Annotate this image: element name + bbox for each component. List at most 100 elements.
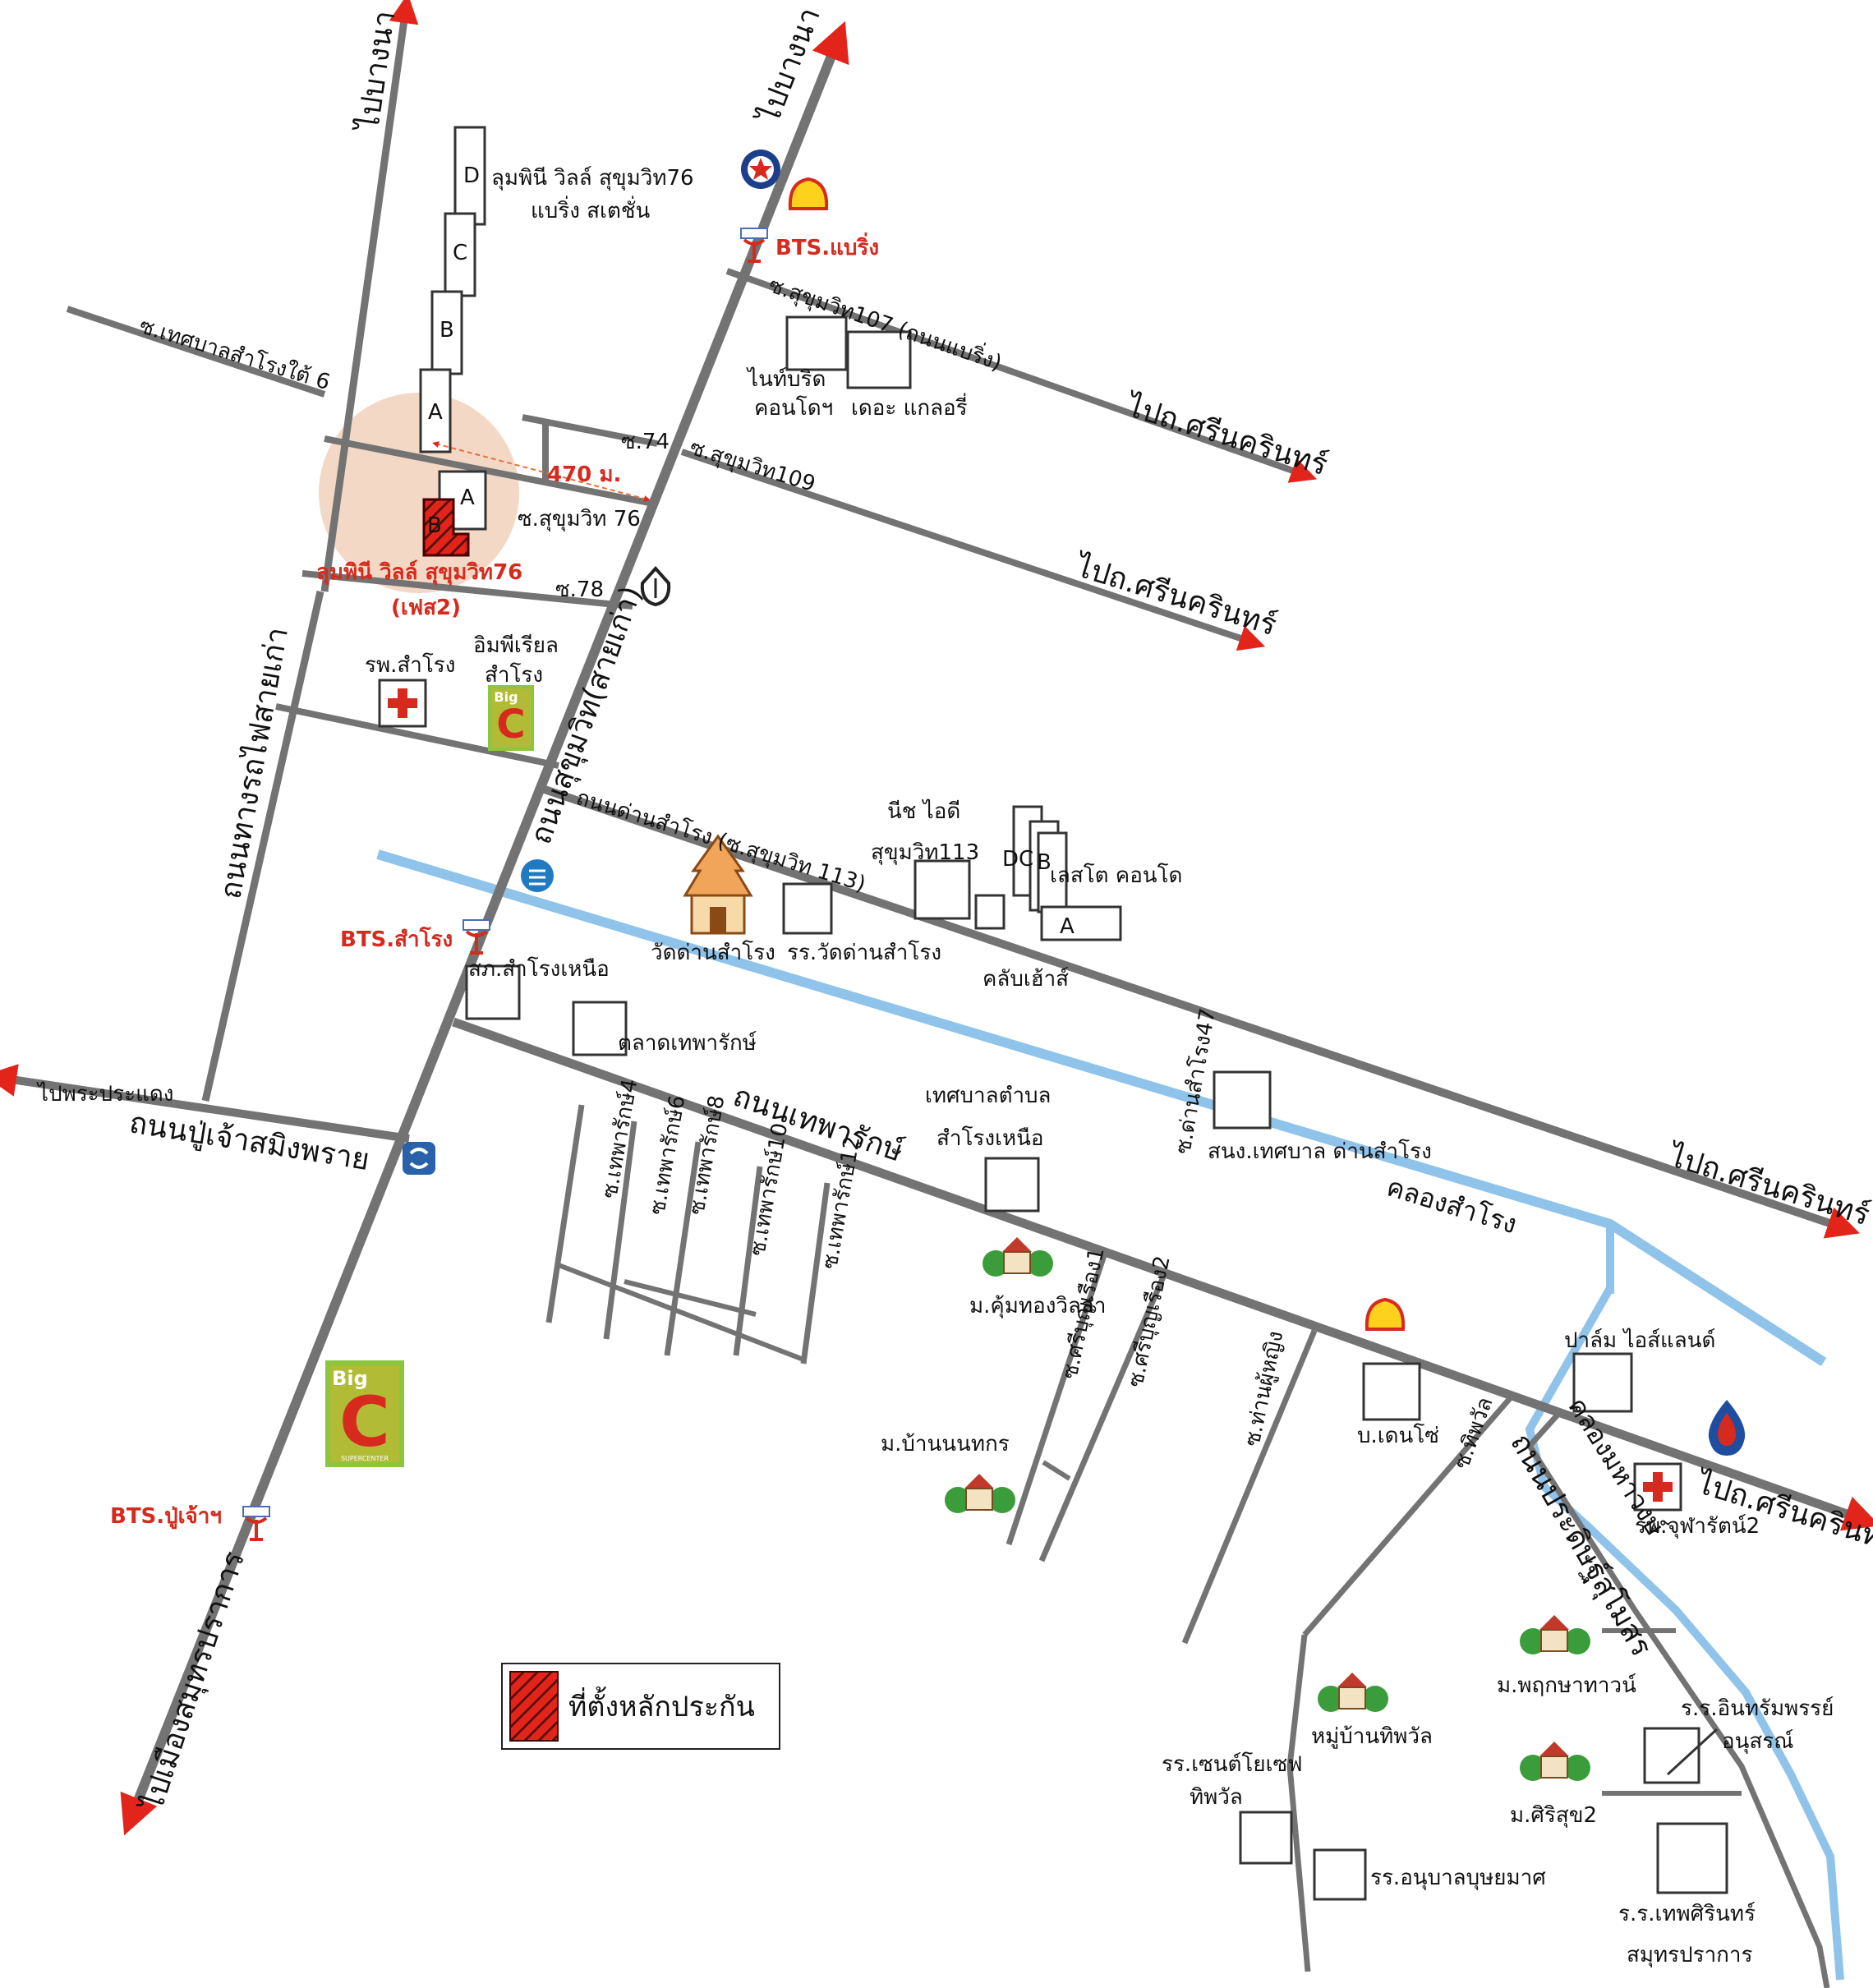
road-soi74	[522, 414, 658, 447]
label-gallery: เดอะ แกลอรี่	[851, 393, 968, 421]
road-theparak	[452, 1017, 1873, 1531]
scb-bank-icon	[403, 1142, 435, 1175]
label-nightbridge-1: ไนท์บริด	[746, 366, 826, 392]
label-market: ตลาดเทพารักษ์	[618, 1031, 757, 1056]
tower-c-label: C	[453, 241, 467, 265]
label-theparak4: ซ.เทพารักษ์4	[597, 1077, 642, 1200]
bigc-supercenter-icon: C Big SUPERCENTER	[325, 1360, 404, 1467]
old-rail-road	[201, 591, 324, 1102]
label-soi78: ซ.78	[555, 578, 604, 602]
village-khumthong-icon	[983, 1237, 1053, 1277]
tower-b-label: B	[439, 318, 454, 343]
lesto-bldg-b	[1037, 831, 1068, 913]
label-nightbridge-2: คอนโดฯ	[754, 395, 833, 421]
label-bts-bearing: BTS.แบริ่ง	[775, 232, 879, 260]
bigc-imperial-icon: C Big	[488, 685, 534, 751]
label-police: สภ.สำโรงเหนือ	[468, 956, 610, 982]
legend-label: ที่ตั้งหลักประกัน	[568, 1691, 755, 1723]
tower-a-label: A	[428, 400, 443, 425]
road-theparak12	[800, 1182, 831, 1364]
road-theparak8	[664, 1141, 702, 1356]
bigc-imperial-text: Big	[494, 689, 518, 705]
village-nonthakorn-icon	[945, 1474, 1015, 1513]
road-thipphawan	[1302, 1394, 1514, 1637]
caltex-icon	[741, 150, 780, 189]
gallery-condo	[846, 330, 912, 389]
label-lumpini-76-1: ลุมพินี วิลล์ สุขุมวิท76	[491, 166, 694, 191]
bigc-super-sub: SUPERCENTER	[341, 1455, 389, 1462]
road-left-north	[320, 0, 419, 592]
label-sanamkila: สนง.เทศบาล ด่านสำโรง	[1208, 1139, 1432, 1164]
label-srinakarin-1: ไปถ.ศรีนครินทร์	[1121, 389, 1331, 483]
village-pruksa-icon	[1520, 1615, 1590, 1654]
bangkok-bank-icon	[640, 565, 671, 607]
market-bldg	[572, 1001, 628, 1056]
road-hospital	[275, 703, 559, 769]
buildings	[419, 126, 1728, 1901]
distance-arrow	[432, 441, 651, 502]
building-letters: D C B A A B D C B A	[427, 163, 1075, 939]
legend-box: ที่ตั้งหลักประกัน	[501, 1663, 780, 1750]
village-thipphawan-icon	[1318, 1673, 1388, 1712]
road-sukhumvit109	[680, 449, 1266, 651]
label-chularat: รพ.จุฬารัตน์2	[1635, 1514, 1760, 1539]
label-to-phrapradaeng: ไปพระประแดง	[36, 1081, 173, 1107]
road-theparak6	[603, 1121, 637, 1340]
hospital-chularat-icon	[1633, 1462, 1682, 1512]
icons: C Big C Big SUPERCENTER	[242, 150, 1746, 1781]
label-palm-island: ปาล์ม ไอส์แลนด์	[1564, 1328, 1715, 1353]
label-to-samutprakan: ไปเมืองสมุทรปราการ	[135, 1547, 252, 1817]
temple-icon	[683, 834, 753, 935]
road-sukhumvit107	[725, 268, 1318, 483]
label-denso: บ.เดนโซ่	[1357, 1423, 1439, 1448]
label-intharam-1: ร.ร.อินทรัมพรรย์	[1681, 1696, 1834, 1721]
tower-d-label: D	[463, 163, 480, 188]
label-samrong-hospital: รพ.สำโรง	[365, 652, 455, 678]
niche-id-bldg	[913, 859, 971, 920]
label-niche-2: สุขุมวิท113	[871, 840, 979, 865]
label-thipphawan-village: หมู่บ้านทิพวัล	[1311, 1724, 1433, 1749]
label-imperial-1: อิมพีเรียล	[473, 633, 559, 658]
shell-icon-south	[1364, 1297, 1406, 1331]
label-imperial-2: สำโรง	[485, 662, 543, 688]
lesto-a-label: A	[1060, 914, 1075, 939]
label-pruksa: ม.พฤกษาทาวน์	[1497, 1673, 1636, 1698]
label-lesto: เลสโต คอนโด	[1050, 863, 1182, 888]
road-prasitsumosorn	[1526, 1410, 1830, 1988]
label-lumpini-76-2: แบริ่ง สเตชั่น	[531, 196, 650, 223]
bts-puchao-icon	[242, 1506, 270, 1541]
denso-bldg	[1362, 1362, 1421, 1421]
label-to-bangna-right: ไปบางนา	[751, 2, 827, 130]
lesto-d-label: D	[1002, 847, 1019, 872]
label-municipality-2: สำโรงเหนือ	[936, 1125, 1044, 1151]
road-cross2	[624, 1279, 757, 1317]
sanamkila-bldg	[1213, 1070, 1272, 1130]
lumpini-tower-c	[444, 212, 476, 297]
label-phanyaying: ซ.ท่านผู้หญิง	[1240, 1329, 1289, 1449]
lesto-bldg-a	[1040, 905, 1122, 941]
lesto-b-label: B	[1037, 850, 1052, 875]
village-sirisuk-icon	[1520, 1742, 1590, 1781]
label-soi109: ซ.สุขุมวิท109	[687, 435, 818, 497]
label-anuban: รร.อนุบาลบุษยมาศ	[1370, 1866, 1546, 1890]
road-soi78	[301, 570, 633, 610]
bigc-imperial-letter: C	[496, 702, 525, 748]
label-wat-dan-samrong: วัดด่านสำโรง	[651, 940, 775, 965]
bigc-super-text: Big	[332, 1367, 368, 1390]
road-dan-samrong	[541, 785, 1860, 1239]
label-srinakarin-4: ไปถ.ศรีนครินทร์	[1691, 1466, 1873, 1560]
label-thepsirin-1: ร.ร.เทพศิรินทร์	[1618, 1902, 1756, 1926]
st-joseph-bldg	[1239, 1811, 1293, 1865]
road-thipphawan-south	[1286, 1634, 1311, 1972]
clubhouse-bldg	[974, 894, 1006, 930]
label-clubhouse: คลับเฮ้าส์	[983, 967, 1069, 992]
road-phanyaying	[1181, 1329, 1318, 1645]
road-cross1	[557, 1263, 805, 1362]
bts-bearing-icon	[740, 228, 768, 263]
label-srinakarin-3: ไปถ.ศรีนครินทร์	[1663, 1139, 1873, 1233]
label-theparak6: ซ.เทพารักษ์6	[645, 1093, 690, 1217]
label-bts-samrong: BTS.สำโรง	[340, 926, 453, 952]
label-st-joseph-1: รร.เซนต์โยเซฟ	[1162, 1751, 1303, 1777]
bts-samrong-icon	[462, 919, 490, 955]
